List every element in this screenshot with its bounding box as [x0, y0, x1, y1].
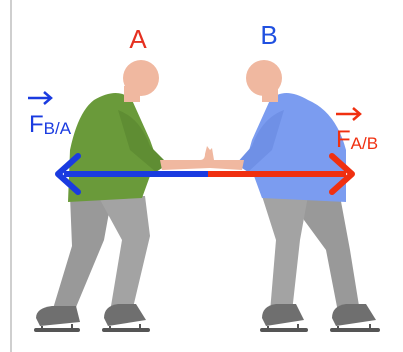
skater-b: [210, 60, 380, 332]
force-b-on-a-symbol: F: [29, 111, 44, 138]
skater-a-front-skate: [102, 304, 150, 332]
svg-text:FB/A: FB/A: [29, 111, 72, 138]
skater-b-front-skate: [260, 304, 308, 332]
skater-b-head: [246, 60, 282, 96]
skater-a-back-leg: [52, 196, 112, 312]
skater-b-label: B: [260, 20, 277, 50]
skater-a-head: [123, 60, 159, 96]
force-a-on-b-subscript: A/B: [351, 134, 378, 153]
skater-a-arm: [118, 110, 168, 172]
force-a-on-b-arrow: [208, 153, 355, 195]
svg-text:FA/B: FA/B: [336, 126, 378, 153]
force-a-on-b-symbol: F: [336, 126, 351, 153]
skater-b-back-leg: [296, 196, 360, 312]
force-b-on-a-label: FB/A: [28, 91, 72, 138]
force-b-on-a-subscript: B/A: [44, 119, 72, 138]
skater-b-front-leg: [262, 196, 308, 312]
skater-b-hand: [210, 148, 244, 170]
vector-arrow-icon: [336, 107, 362, 121]
skater-b-arm: [236, 110, 284, 172]
force-a-on-b-label: FA/B: [336, 107, 378, 153]
force-b-on-a-arrow: [55, 153, 208, 195]
skater-a-label: A: [129, 24, 147, 54]
skater-a-front-leg: [98, 196, 150, 312]
skater-b-back-skate: [330, 304, 380, 332]
skater-a-back-skate: [34, 306, 80, 332]
vector-arrow-icon: [28, 91, 53, 105]
skater-a-hand: [160, 146, 210, 170]
skater-a: [34, 60, 210, 332]
